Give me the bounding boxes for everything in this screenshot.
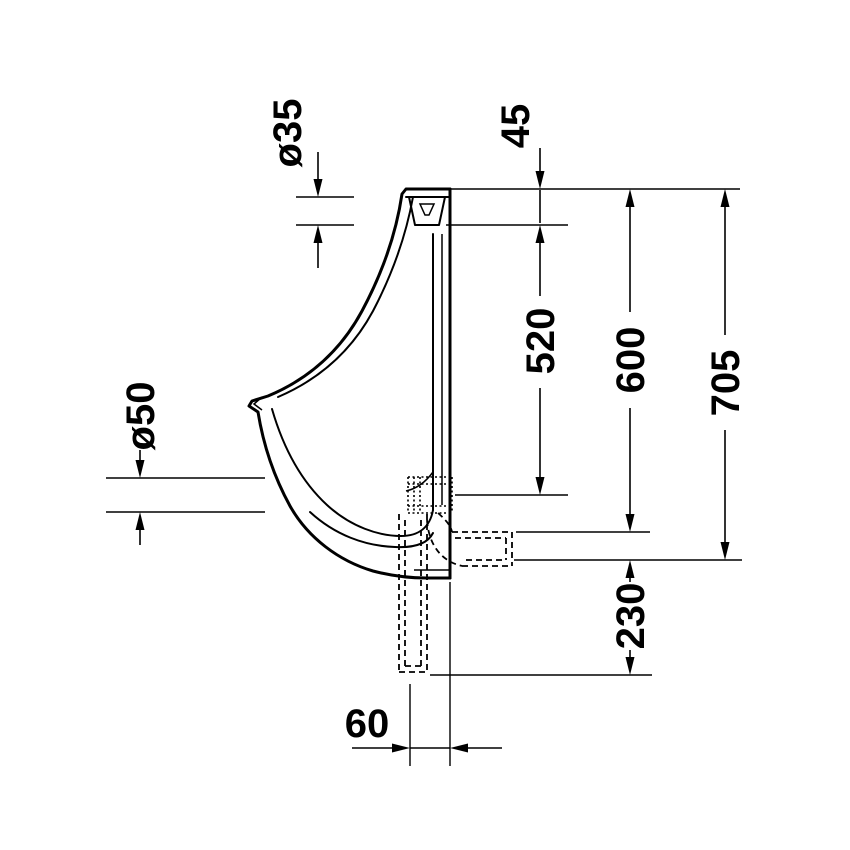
- dimension-label-600: 600: [609, 327, 653, 394]
- dimension-top-to-trap: 600: [609, 189, 653, 532]
- bowl-interior: [271, 408, 434, 537]
- dimension-outlet-diameter: ø50: [119, 382, 163, 545]
- drain-pipe-hidden: [398, 512, 513, 673]
- dimension-top-to-inlet: 45: [494, 104, 545, 243]
- dimension-label-520: 520: [519, 308, 563, 375]
- dimension-label-45: 45: [494, 104, 538, 149]
- dimension-label-o35: ø35: [266, 99, 310, 168]
- dimension-inlet-diameter: ø35: [266, 99, 354, 268]
- rim-lip: [252, 396, 263, 411]
- dimension-inlet-to-outlet: 520: [519, 243, 563, 495]
- dimension-label-60: 60: [345, 702, 390, 746]
- dimension-wall-to-pipe: 60: [345, 702, 502, 753]
- inlet-spigot: [408, 196, 446, 226]
- dimension-label-o50: ø50: [119, 382, 163, 451]
- dimension-label-230: 230: [609, 583, 653, 650]
- drain-outlet-hidden: [407, 476, 453, 514]
- outlet-weir: [405, 471, 434, 492]
- extension-lines: [106, 188, 742, 766]
- dimension-trap-to-pipe-end: 230: [609, 560, 653, 675]
- dimension-label-705: 705: [704, 350, 748, 417]
- dimension-total-height: 705: [704, 189, 748, 560]
- sump-lower-wall: [309, 511, 434, 549]
- outer-profile: [247, 187, 452, 580]
- urinal-cross-section: [247, 187, 452, 580]
- inner-front-surface: [277, 196, 414, 398]
- spreader-nozzle: [418, 203, 436, 216]
